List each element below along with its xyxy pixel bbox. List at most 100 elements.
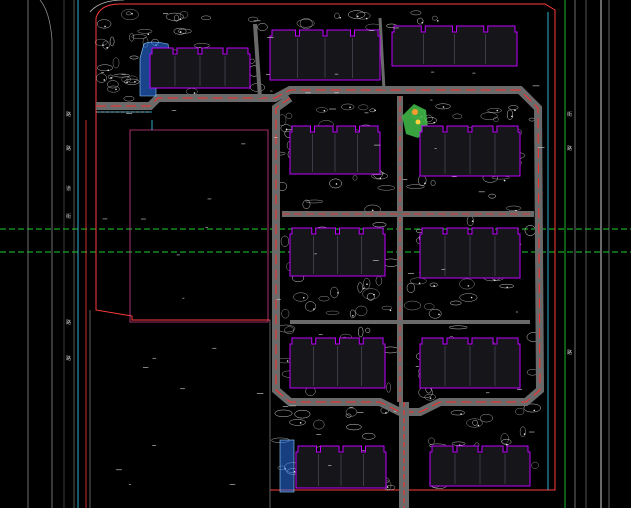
tree-dot	[503, 179, 506, 182]
east-street-label: 路	[567, 350, 573, 356]
building-block	[429, 445, 531, 487]
planting-blob	[499, 283, 515, 289]
planting-blob	[289, 419, 306, 426]
planting-blob	[372, 222, 387, 228]
tree-dot	[506, 443, 508, 446]
planting-blob	[296, 19, 315, 28]
planting-blob	[358, 326, 364, 338]
planting-blob	[129, 55, 139, 60]
planting-blob	[417, 17, 424, 25]
planting-blob	[281, 308, 290, 319]
planting-blob	[129, 33, 135, 42]
building-block	[289, 337, 386, 389]
tree-dot	[379, 177, 382, 180]
building-block	[269, 29, 381, 81]
planting-blob	[293, 292, 309, 302]
planting-blob	[459, 293, 478, 302]
tree-dot	[285, 128, 288, 131]
tree-dot	[147, 33, 150, 36]
planting-blob	[257, 23, 268, 31]
planting-blob	[334, 12, 340, 20]
tree-dot	[104, 25, 106, 28]
planting-blob	[506, 109, 514, 120]
planting-blob	[131, 34, 147, 39]
planting-blob	[179, 10, 189, 19]
planting-blob	[357, 282, 363, 293]
planting-blob	[106, 85, 120, 93]
planting-blob	[362, 288, 380, 300]
planting-blob	[299, 17, 313, 30]
planting-blob	[274, 409, 293, 418]
tree-dot	[460, 413, 462, 415]
planting-blob	[107, 80, 119, 89]
east-street-label: 街	[567, 112, 573, 118]
planting-blob	[97, 64, 113, 72]
tree-dot	[126, 81, 128, 84]
planting-blob	[403, 300, 422, 311]
tree-dot	[371, 209, 374, 212]
planting-blob	[480, 112, 498, 120]
planting-blob	[523, 403, 541, 413]
tree-dot	[386, 486, 389, 488]
planting-blob	[365, 327, 371, 334]
building-block	[391, 25, 518, 67]
building-block	[289, 125, 381, 175]
planting-blob	[435, 103, 451, 110]
planting-blob	[519, 426, 526, 438]
tree-dot	[514, 109, 516, 112]
planting-blob	[500, 433, 509, 445]
planting-blob	[173, 14, 180, 22]
building-block	[295, 445, 387, 489]
tree-dot	[533, 409, 536, 412]
tree-dot	[299, 422, 302, 424]
building-block	[419, 227, 521, 279]
planting-blob	[125, 11, 132, 16]
west-street-label: 街	[66, 214, 72, 220]
tree-dot	[373, 293, 375, 296]
tree-dot	[337, 292, 339, 294]
tree-dot	[477, 424, 480, 427]
planting-blob	[508, 105, 519, 110]
building-block	[419, 337, 521, 389]
tree-dot	[436, 20, 439, 22]
tree-dot	[356, 15, 359, 18]
planting-blob	[165, 12, 184, 21]
planting-blob	[381, 305, 393, 310]
planting-blob	[304, 301, 317, 312]
planting-blob	[247, 16, 259, 23]
planting-blob	[109, 36, 115, 47]
planting-blob	[107, 74, 114, 80]
tree-dot	[374, 109, 376, 112]
planting-blob	[431, 15, 438, 21]
west-street-label: 路	[66, 320, 72, 326]
tree-dot	[339, 16, 342, 19]
tree-dot	[470, 296, 473, 299]
tree-dot	[523, 433, 526, 435]
tree-dot	[335, 183, 338, 185]
planting-blob	[325, 310, 340, 315]
west-street-label: 路	[66, 112, 72, 118]
tree-dot	[115, 88, 117, 91]
tree-dot	[424, 182, 426, 185]
planting-blob	[341, 103, 355, 111]
planting-blob	[124, 78, 140, 85]
planting-blob	[345, 413, 352, 418]
tree-dot	[438, 313, 440, 316]
planting-blob	[430, 179, 436, 187]
planting-blob	[358, 104, 369, 111]
tree-dot	[363, 287, 365, 290]
planting-blob	[345, 407, 358, 417]
planting-blob	[406, 184, 425, 189]
planting-blob	[94, 38, 108, 46]
planting-blob	[137, 29, 153, 34]
planting-blob	[285, 112, 293, 119]
planting-blob	[346, 423, 362, 431]
planting-blob	[449, 325, 468, 330]
planting-blob	[315, 107, 328, 113]
dimension-annotations	[101, 13, 545, 485]
planting-blob	[201, 15, 212, 20]
planting-blob	[305, 199, 324, 204]
tree-dot	[433, 121, 435, 124]
